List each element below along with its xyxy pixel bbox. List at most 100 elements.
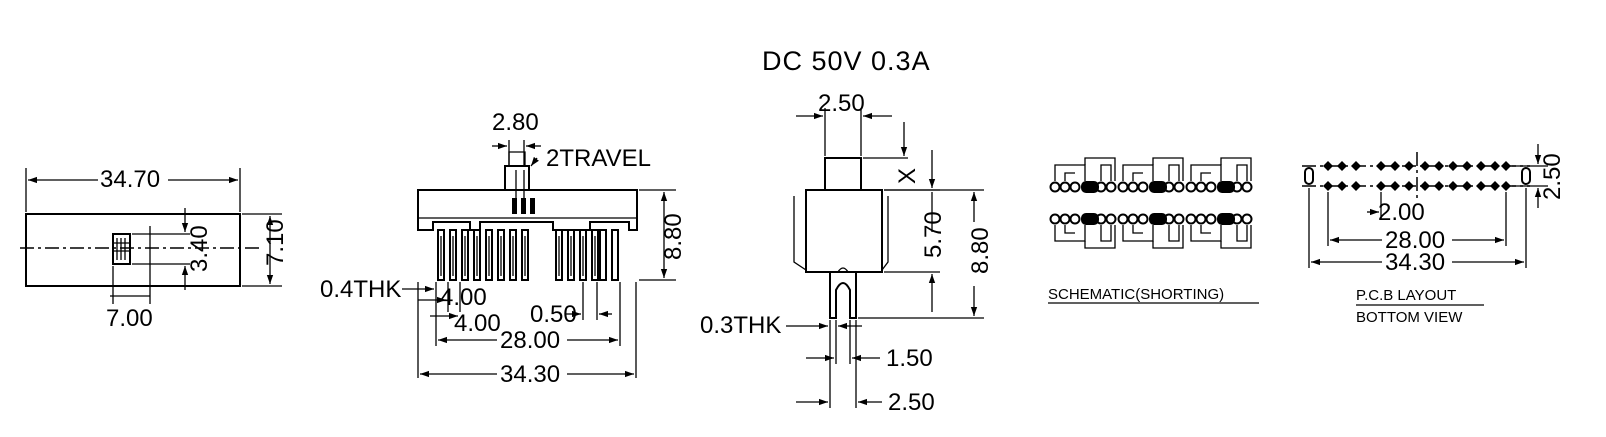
- contact-pad: [1241, 213, 1253, 225]
- schematic-link-top: [1190, 164, 1248, 181]
- top-length-label: 34.70: [100, 166, 160, 193]
- terminal-pin: [599, 229, 607, 281]
- contact-pad: [1069, 213, 1081, 225]
- pcb-body-length-label: 34.30: [1385, 249, 1445, 276]
- contact-pad: [1195, 181, 1207, 193]
- top-knob-height-label: 3.40: [186, 225, 213, 272]
- terminal-pin: [611, 229, 619, 281]
- pcb-pad: [1434, 181, 1444, 191]
- shorting-contact: [1081, 181, 1099, 193]
- side-knob-width-label: 2.50: [818, 90, 865, 117]
- schematic-link-top: [1122, 164, 1180, 181]
- pcb-pad: [1337, 181, 1347, 191]
- rating-title: DC 50V 0.3A: [762, 46, 931, 76]
- contact-pad: [1185, 213, 1197, 225]
- contact-pad: [1195, 213, 1207, 225]
- terminal-pin: [437, 229, 445, 281]
- contact-pad: [1127, 213, 1139, 225]
- pcb-pad: [1462, 181, 1472, 191]
- terminal-pin: [497, 229, 505, 281]
- terminal-pin: [485, 229, 493, 281]
- pcb-pad: [1337, 161, 1347, 171]
- front-pitch-b-label: 4.00: [454, 310, 501, 337]
- schematic-link-bottom-outer: [1084, 225, 1116, 249]
- schematic-link-top-outer: [1220, 157, 1252, 181]
- pcb-pitch-label: 2.00: [1378, 199, 1425, 226]
- pcb-pad: [1476, 161, 1486, 171]
- pcb-pad: [1404, 161, 1414, 171]
- top-width-label: 7.10: [262, 219, 289, 266]
- pcb-row-spacing-label: 2.50: [1539, 153, 1566, 200]
- pcb-pad: [1476, 181, 1486, 191]
- pcb-mount-hole: [1304, 167, 1314, 185]
- contact-pad: [1205, 181, 1217, 193]
- front-body-length-label: 34.30: [500, 361, 560, 388]
- front-pin-span-label: 28.00: [500, 327, 560, 354]
- shorting-contact: [1081, 213, 1099, 225]
- pcb-pad: [1501, 181, 1511, 191]
- pcb-pad: [1501, 161, 1511, 171]
- contact-pad: [1059, 181, 1071, 193]
- terminal-pin: [521, 229, 529, 281]
- contact-pad: [1173, 213, 1185, 225]
- schematic-link-top-outer: [1084, 157, 1116, 181]
- side-view-knob: [824, 157, 862, 191]
- schematic-link-top-outer: [1152, 157, 1184, 181]
- top-view-body: [25, 213, 241, 287]
- contact-pad: [1127, 181, 1139, 193]
- pcb-pad: [1462, 161, 1472, 171]
- pcb-pad: [1323, 161, 1333, 171]
- contact-pad: [1173, 181, 1185, 193]
- contact-pad: [1049, 213, 1061, 225]
- contact-pad: [1117, 181, 1129, 193]
- terminal-pin: [555, 229, 563, 281]
- top-view: 34.70 7.10 3.40 7.00: [20, 166, 289, 332]
- contact-pad: [1105, 181, 1117, 193]
- pcb-pad: [1490, 181, 1500, 191]
- terminal-pin: [461, 229, 469, 281]
- side-thickness-label: 0.3THK: [700, 312, 781, 339]
- contact-pad: [1117, 213, 1129, 225]
- side-body-height-label: 5.70: [920, 211, 947, 258]
- side-total-height-label: 8.80: [967, 227, 994, 274]
- pcb-pad: [1448, 181, 1458, 191]
- pcb-pad: [1404, 181, 1414, 191]
- top-view-knob: [112, 233, 131, 265]
- front-view: 2.80 2TRAVEL 8.80 0.4THK 4.00 4.00 0.50 …: [320, 109, 687, 388]
- pcb-pad: [1420, 181, 1430, 191]
- pcb-pad: [1390, 181, 1400, 191]
- pcb-pad: [1351, 181, 1361, 191]
- terminal-pin: [473, 229, 481, 281]
- contact-pad: [1069, 181, 1081, 193]
- contact-pad: [1137, 181, 1149, 193]
- schematic-link-bottom: [1122, 225, 1180, 242]
- side-pin-gap-label: 1.50: [886, 345, 933, 372]
- contact-pad: [1241, 181, 1253, 193]
- pcb-pad: [1448, 161, 1458, 171]
- contact-pad: [1059, 213, 1071, 225]
- terminal-pin: [579, 229, 587, 281]
- pcb-caption-line2: BOTTOM VIEW: [1356, 309, 1463, 326]
- schematic-caption: SCHEMATIC(SHORTING): [1048, 286, 1224, 303]
- schematic-link-top: [1054, 164, 1112, 181]
- pcb-caption-line1: P.C.B LAYOUT: [1356, 287, 1456, 304]
- schematic-link-bottom: [1190, 225, 1248, 242]
- contact-pad: [1049, 181, 1061, 193]
- front-knob-width-label: 2.80: [492, 109, 539, 136]
- front-pitch-a-label: 4.00: [440, 284, 487, 311]
- pcb-pad: [1376, 161, 1386, 171]
- contact-pad: [1105, 213, 1117, 225]
- front-thickness-label: 0.4THK: [320, 276, 401, 303]
- terminal-pin: [567, 229, 575, 281]
- side-view-body: [805, 189, 883, 273]
- front-view-pins: [437, 229, 619, 281]
- pcb-mount-hole: [1521, 167, 1531, 185]
- shorting-contact: [1149, 181, 1167, 193]
- side-view: 2.50 X 5.70 8.80 0.3THK 1.50 2.50: [700, 90, 994, 416]
- pcb-pad: [1323, 181, 1333, 191]
- pcb-dimensions: 2.00 28.00 34.30 2.50: [1308, 144, 1566, 276]
- front-view-body: [417, 189, 638, 231]
- contact-pad: [1185, 181, 1197, 193]
- schematic: [1049, 157, 1253, 249]
